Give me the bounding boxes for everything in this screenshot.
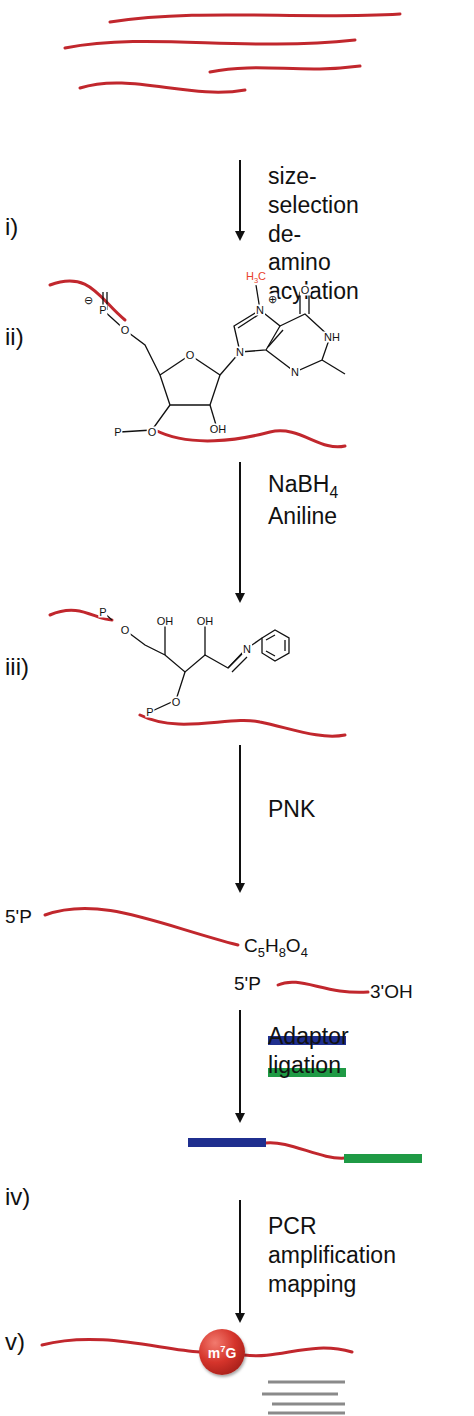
atom-label: OH bbox=[196, 616, 215, 627]
node-text: m7G bbox=[208, 1343, 237, 1361]
atom-label: P bbox=[98, 305, 107, 316]
atom-label: N bbox=[242, 644, 252, 655]
step-number: iii) bbox=[5, 652, 29, 682]
step-label: PNK bbox=[268, 795, 315, 824]
atom-label: N bbox=[255, 305, 265, 316]
step-number: i) bbox=[5, 212, 18, 242]
step-label: Adaptor ligation bbox=[268, 1022, 349, 1080]
atom-label: OH bbox=[156, 616, 175, 627]
mapped-reads bbox=[262, 1382, 345, 1413]
step-number: ii) bbox=[5, 322, 24, 352]
atom-label: O bbox=[185, 350, 196, 361]
atom-label: ⊖ bbox=[83, 295, 94, 306]
atom-label: H3C bbox=[245, 271, 267, 285]
step-number: v) bbox=[5, 1327, 25, 1357]
atom-label: NH bbox=[323, 332, 341, 343]
atom-label: P bbox=[98, 607, 107, 618]
step-label: size-selection de-amino acylation bbox=[268, 162, 359, 306]
modification-sphere: m7G bbox=[199, 1329, 245, 1375]
atom-label: P bbox=[145, 707, 154, 718]
step-label: 5'P bbox=[234, 972, 261, 996]
step-label: 3'OH bbox=[370, 980, 413, 1004]
atom-label: P bbox=[113, 427, 122, 438]
atom-label: O bbox=[120, 625, 131, 636]
step-number: iv) bbox=[5, 1182, 30, 1212]
atom-label: ⊕ bbox=[267, 294, 278, 305]
step-label: NaBH4 Aniline bbox=[268, 470, 338, 531]
atom-label: O bbox=[171, 697, 182, 708]
atom-label: OH bbox=[209, 424, 228, 435]
atom-label: O bbox=[120, 325, 131, 336]
atom-label: N bbox=[290, 367, 300, 378]
atom-label: O bbox=[147, 427, 158, 438]
chemical-structure bbox=[103, 285, 345, 712]
atom-label: N bbox=[235, 347, 245, 358]
step-label: 5'P bbox=[5, 905, 32, 929]
step-label: C5H8O4 bbox=[244, 934, 308, 961]
step-label: PCR amplification mapping bbox=[268, 1212, 396, 1298]
atom-label: O bbox=[300, 285, 311, 296]
